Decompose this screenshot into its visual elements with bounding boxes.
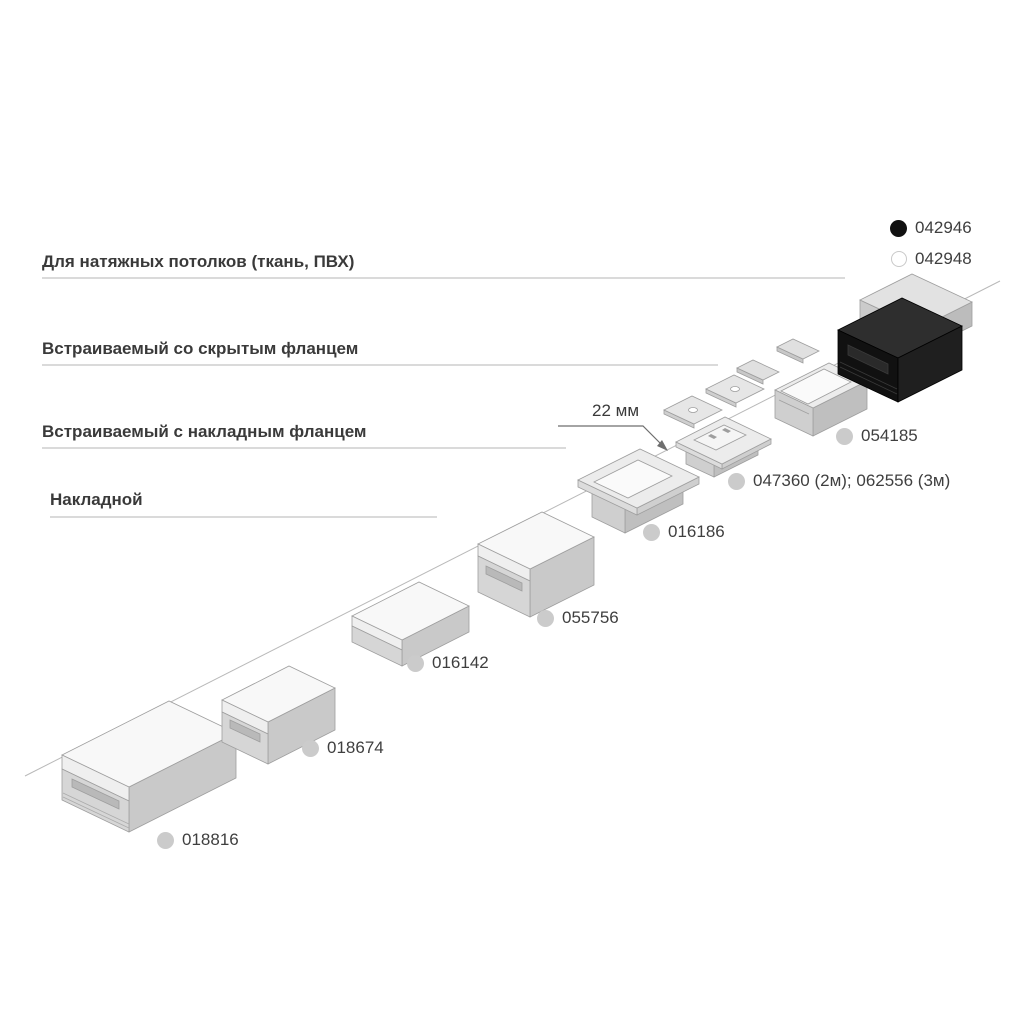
product-code-054185: 054185 — [836, 426, 918, 446]
circle-bullet-icon — [728, 472, 745, 490]
clip-top — [736, 359, 780, 381]
fin-line — [62, 792, 130, 825]
channel-opening — [71, 778, 120, 810]
plate-hole — [730, 386, 740, 392]
product-code-text: 016186 — [668, 522, 725, 541]
product-code-text: 055756 — [562, 608, 619, 627]
spring-clip-line — [778, 399, 810, 415]
product-code-text: 018816 — [182, 830, 239, 849]
legend-code: 042948 — [915, 249, 972, 268]
dimension-label: 22 мм — [592, 401, 640, 420]
fin-line — [62, 796, 130, 829]
mounting-clips — [736, 338, 820, 385]
category-label-stretch-ceiling: Для натяжных потолков (ткань, ПВХ) — [42, 252, 355, 271]
cover-inset — [593, 459, 673, 499]
circle-bullet-icon — [643, 523, 660, 541]
legend-item-042948: 042948 — [891, 249, 972, 269]
dimension-leader — [558, 425, 665, 448]
profile-047360 — [675, 416, 772, 478]
face-body-front — [351, 625, 403, 667]
circle-bullet-icon — [537, 609, 554, 627]
product-code-016142: 016142 — [407, 653, 489, 673]
profile-018816 — [61, 700, 237, 833]
face-side — [897, 325, 963, 403]
category-label-surface-mount: Накладной — [50, 490, 143, 509]
clip-top — [776, 338, 820, 360]
circle-bullet-icon — [836, 427, 853, 445]
led-chip-icon — [722, 428, 731, 433]
profile-016186 — [577, 448, 700, 534]
circle-bullet-icon — [157, 831, 174, 849]
circle-bullet-icon — [302, 739, 319, 757]
dimension-arrow — [558, 425, 668, 451]
mounting-plates — [663, 374, 765, 429]
channel-opening — [847, 344, 889, 375]
black-circle-icon — [890, 219, 907, 237]
white-circle-icon — [891, 251, 907, 267]
circle-bullet-icon — [407, 654, 424, 672]
product-code-018816: 018816 — [157, 830, 239, 850]
product-code-text: 018674 — [327, 738, 384, 757]
channel-opening — [229, 719, 261, 743]
product-code-018674: 018674 — [302, 738, 384, 758]
product-code-text: 047360 (2м); 062556 (3м) — [753, 471, 951, 490]
category-label-surface-flange: Встраиваемый с накладным фланцем — [42, 422, 367, 441]
plate-hole — [688, 407, 698, 413]
profile-016142 — [351, 581, 470, 667]
face-front — [774, 389, 814, 437]
product-code-047360: 047360 (2м); 062556 (3м) — [728, 471, 950, 491]
led-strip — [693, 424, 747, 451]
legend-code: 042946 — [915, 218, 972, 237]
cover-inset — [780, 368, 852, 405]
fin-line — [839, 361, 898, 390]
product-code-text: 016142 — [432, 653, 489, 672]
legend-item-042946: 042946 — [890, 218, 972, 238]
product-code-055756: 055756 — [537, 608, 619, 628]
profile-042946-black — [837, 297, 963, 403]
channel-opening — [485, 565, 523, 592]
led-chip-icon — [708, 434, 717, 439]
product-code-016186: 016186 — [643, 522, 725, 542]
fin-line — [839, 366, 898, 395]
category-label-hidden-flange: Встраиваемый со скрытым фланцем — [42, 339, 359, 358]
arrowhead-icon — [657, 440, 668, 451]
profile-055756 — [477, 511, 595, 618]
profile-018674 — [221, 665, 336, 765]
product-code-text: 054185 — [861, 426, 918, 445]
